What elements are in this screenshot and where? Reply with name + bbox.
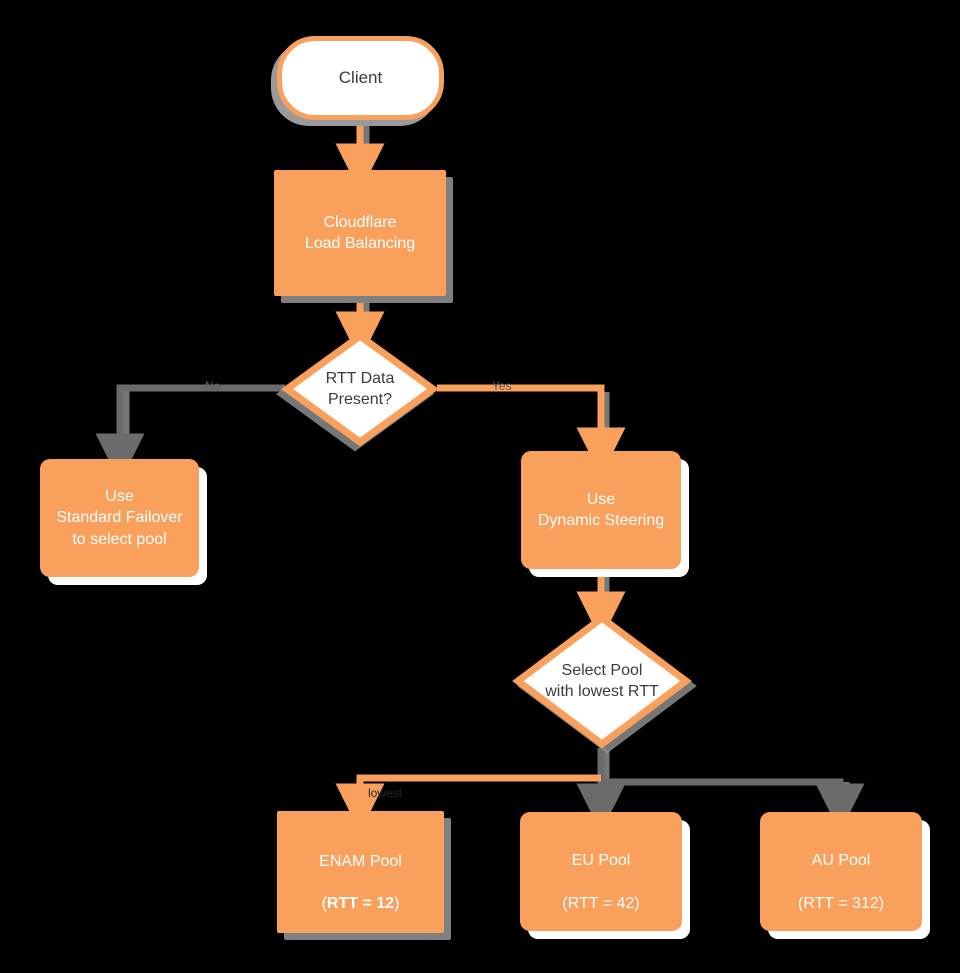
- node-au-pool[interactable]: AU Pool (RTT = 312): [760, 812, 922, 931]
- node-dynamic-steering[interactable]: Use Dynamic Steering: [521, 451, 681, 569]
- edge-select-pool-to-enam-pool: [335, 774, 601, 833]
- node-eu-pool-rtt-value: RTT = 42: [567, 894, 635, 912]
- node-eu-pool-rtt-open: (: [562, 894, 568, 912]
- node-au-pool-rtt-open: (: [797, 894, 804, 912]
- node-enam-pool[interactable]: ENAM Pool (RTT = 12): [277, 811, 444, 933]
- node-eu-pool-rtt-close: ): [634, 894, 640, 912]
- node-eu-pool-label: EU Pool (RTT = 42): [556, 829, 645, 913]
- node-cloudflare-load-balancing-label: Cloudflare Load Balancing: [304, 213, 416, 252]
- node-enam-pool-rtt-open: (: [321, 895, 327, 913]
- rtt-diamond-shape: [281, 331, 439, 447]
- node-enam-pool-rtt-value: RTT = 12: [326, 895, 395, 913]
- node-eu-pool-title: EU Pool: [571, 852, 631, 870]
- edge-rtt-yes-to-dynamic-steering: [437, 384, 626, 477]
- node-rtt-data-present[interactable]: RTT Data Present?: [281, 331, 439, 447]
- node-client-label: Client: [338, 67, 383, 87]
- edge-label-no: No: [205, 379, 221, 393]
- node-au-pool-label: AU Pool (RTT = 312): [792, 829, 890, 913]
- node-standard-failover-label: Use Standard Failover to select pool: [56, 488, 183, 548]
- node-select-pool[interactable]: Select Pool with lowest RTT: [512, 613, 692, 749]
- node-au-pool-rtt-value: RTT = 312: [803, 894, 879, 912]
- node-enam-pool-title: ENAM Pool: [319, 852, 402, 870]
- edge-select-pool-to-au-pool: [601, 778, 865, 833]
- node-cloudflare-load-balancing[interactable]: Cloudflare Load Balancing: [274, 170, 446, 296]
- edge-label-enam: lowest: [368, 786, 403, 800]
- select-pool-diamond-shape: [512, 613, 692, 749]
- node-standard-failover[interactable]: Use Standard Failover to select pool: [40, 459, 199, 577]
- node-enam-pool-label: ENAM Pool (RTT = 12): [313, 830, 408, 914]
- node-enam-pool-rtt-close: ): [394, 895, 400, 913]
- node-dynamic-steering-label: Use Dynamic Steering: [537, 490, 665, 529]
- edge-label-yes: Yes: [492, 379, 512, 393]
- edge-rtt-no-to-standard-failover: [95, 384, 285, 483]
- node-au-pool-rtt-close: ): [878, 894, 885, 912]
- node-eu-pool[interactable]: EU Pool (RTT = 42): [520, 812, 682, 931]
- node-client[interactable]: Client: [277, 36, 444, 120]
- node-au-pool-title: AU Pool: [811, 852, 871, 870]
